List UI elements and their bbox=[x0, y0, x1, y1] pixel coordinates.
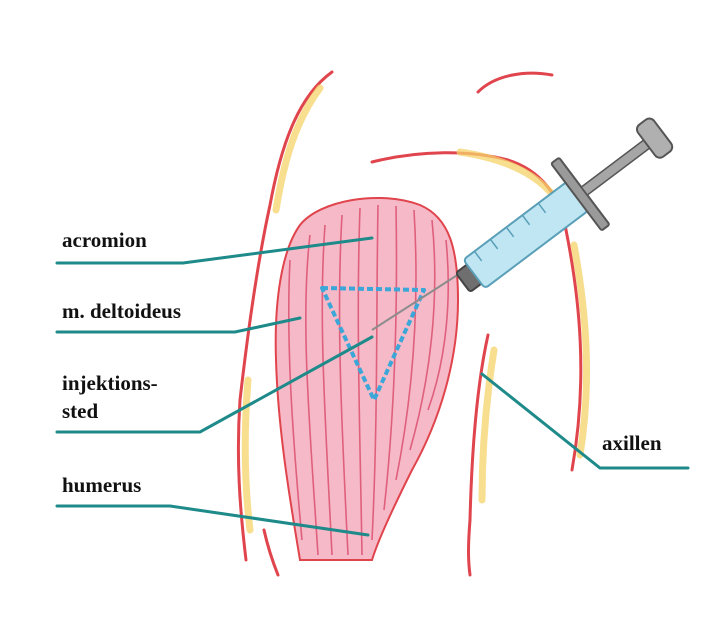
syringe-plunger-rod bbox=[581, 139, 651, 195]
inner-arm-contour bbox=[264, 530, 278, 575]
label-deltoid: m. deltoideus bbox=[62, 299, 181, 323]
deltoid-muscle bbox=[276, 198, 458, 560]
label-acromion: acromion bbox=[62, 228, 147, 252]
label-axilla: axillen bbox=[602, 431, 662, 455]
label-humerus: humerus bbox=[62, 473, 141, 497]
syringe-barrel bbox=[463, 182, 588, 289]
neck-contour bbox=[478, 73, 552, 92]
label-injection-site-line1: injektions- bbox=[62, 371, 158, 395]
label-injection-site-line2: sted bbox=[62, 399, 98, 423]
deltoid-shape bbox=[276, 198, 458, 560]
